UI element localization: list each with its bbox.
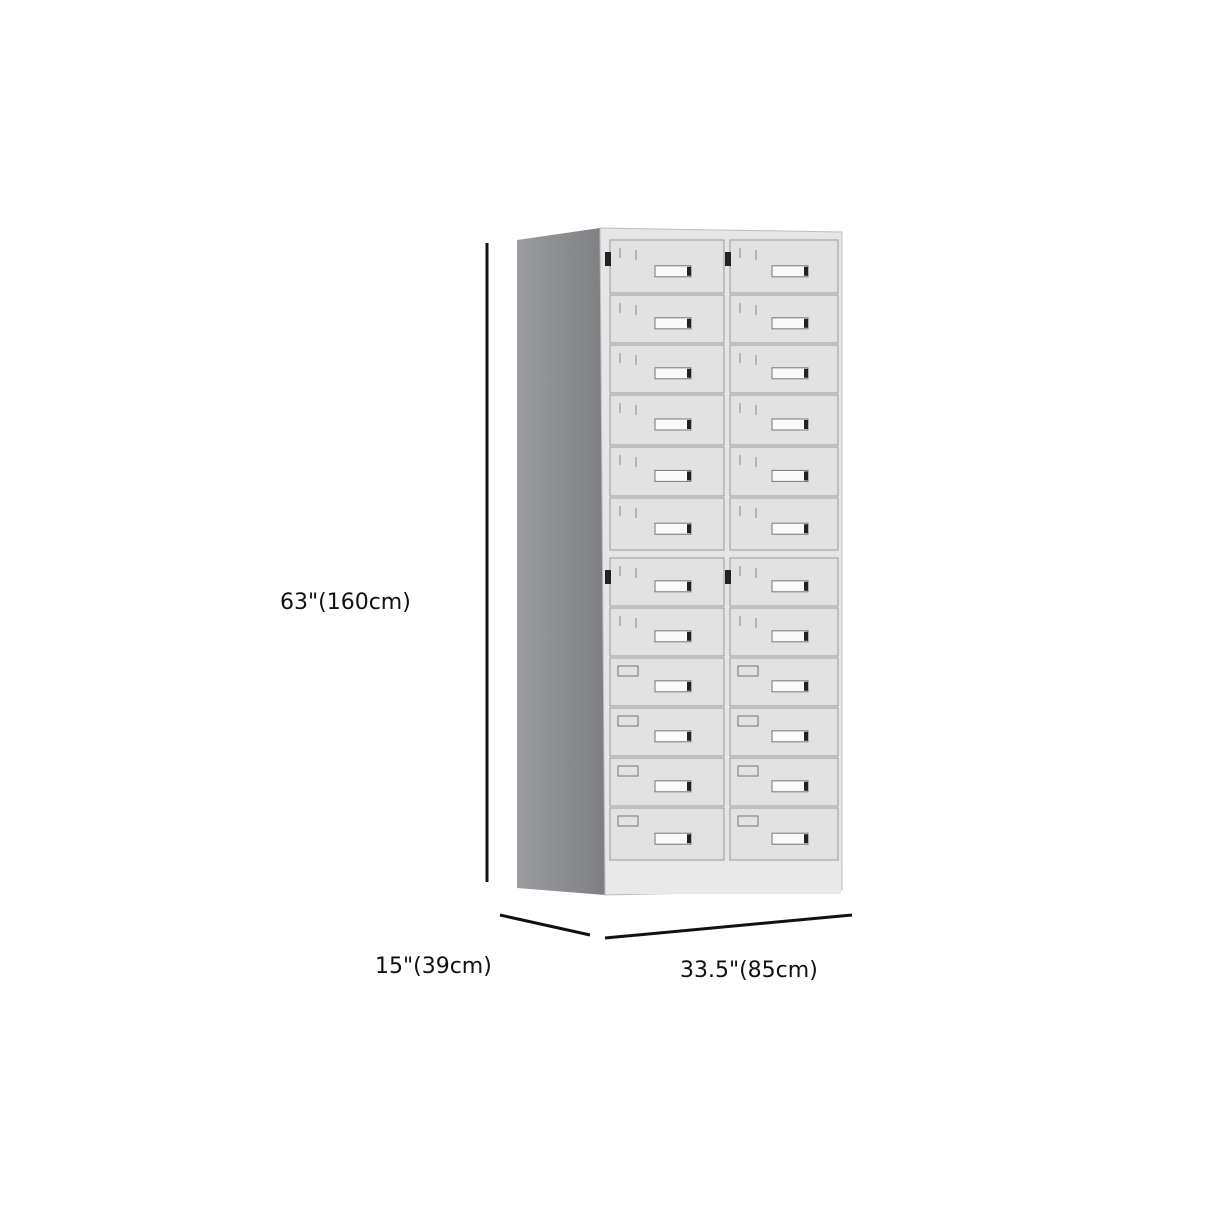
handle-end bbox=[804, 471, 808, 481]
label-holder bbox=[617, 815, 639, 827]
handle-end bbox=[804, 581, 808, 591]
width-dimension-line bbox=[604, 913, 853, 940]
handle-end bbox=[687, 524, 691, 534]
lock-icon bbox=[605, 570, 611, 584]
handle-end bbox=[687, 318, 691, 328]
drawer-handle bbox=[771, 317, 809, 330]
handle-end bbox=[687, 781, 691, 791]
handle-end bbox=[687, 731, 691, 741]
handle-end bbox=[804, 631, 808, 641]
handle-end bbox=[687, 420, 691, 429]
drawer-handle bbox=[654, 680, 692, 693]
drawer-handle bbox=[771, 418, 809, 431]
drawer-handle bbox=[771, 580, 809, 593]
depth-dimension-line bbox=[499, 913, 591, 937]
height-label: 63"(160cm) bbox=[280, 590, 411, 615]
drawer-handle bbox=[771, 780, 809, 793]
handle-end bbox=[687, 581, 691, 591]
drawer-handle bbox=[654, 367, 692, 380]
handle-end bbox=[687, 681, 691, 691]
handle-end bbox=[687, 368, 691, 378]
drawer-handle bbox=[771, 832, 809, 845]
drawer-handle bbox=[654, 832, 692, 845]
depth-label: 15"(39cm) bbox=[375, 954, 492, 979]
label-holder bbox=[737, 765, 759, 777]
drawer-handle bbox=[654, 580, 692, 593]
label-holder bbox=[617, 715, 639, 727]
handle-end bbox=[804, 834, 808, 844]
drawer-handle bbox=[771, 630, 809, 643]
label-holder bbox=[737, 815, 759, 827]
drawer-handle bbox=[654, 522, 692, 535]
label-holder bbox=[737, 715, 759, 727]
drawer-handle bbox=[771, 265, 809, 278]
handle-end bbox=[804, 781, 808, 791]
drawer-handle bbox=[771, 469, 809, 482]
handle-end bbox=[804, 266, 808, 276]
drawer-handle bbox=[654, 630, 692, 643]
handle-end bbox=[687, 266, 691, 276]
label-holder bbox=[617, 765, 639, 777]
handle-end bbox=[804, 420, 808, 429]
lock-icon bbox=[725, 570, 731, 584]
label-holder bbox=[617, 665, 639, 677]
drawer-handle bbox=[654, 317, 692, 330]
drawer-handle bbox=[771, 367, 809, 380]
cabinet-plinth bbox=[606, 862, 841, 894]
drawer-handle bbox=[654, 265, 692, 278]
handle-end bbox=[804, 368, 808, 378]
drawer[interactable] bbox=[609, 294, 725, 344]
handle-end bbox=[804, 681, 808, 691]
handle-end bbox=[687, 631, 691, 641]
handle-end bbox=[804, 731, 808, 741]
drawer-handle bbox=[654, 418, 692, 431]
drawer-handle bbox=[654, 469, 692, 482]
handle-end bbox=[687, 471, 691, 481]
label-holder bbox=[737, 665, 759, 677]
handle-end bbox=[804, 524, 808, 534]
handle-end bbox=[687, 834, 691, 844]
drawer-handle bbox=[654, 780, 692, 793]
cabinet-side-panel bbox=[517, 228, 605, 895]
drawer-handle bbox=[771, 730, 809, 743]
drawer-handle bbox=[771, 522, 809, 535]
drawer-handle bbox=[654, 730, 692, 743]
width-label: 33.5"(85cm) bbox=[680, 958, 818, 983]
lock-icon bbox=[725, 252, 731, 266]
lock-icon bbox=[605, 252, 611, 266]
handle-end bbox=[804, 318, 808, 328]
drawer-handle bbox=[771, 680, 809, 693]
